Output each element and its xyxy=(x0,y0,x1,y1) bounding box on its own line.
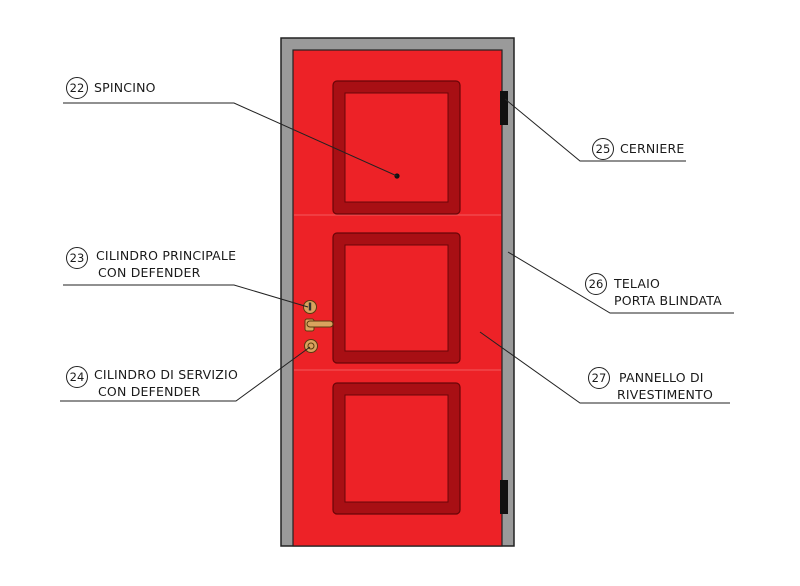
callout-23-number: 23 xyxy=(66,247,88,269)
callout-27-number: 27 xyxy=(588,367,610,389)
callout-26-number: 26 xyxy=(585,273,607,295)
middle-panel xyxy=(332,232,461,364)
main-cylinder xyxy=(303,300,317,314)
callout-27-label: PANNELLO DI RIVESTIMENTO xyxy=(617,370,713,402)
callout-24-number: 24 xyxy=(66,366,88,388)
callout-24-label: CILINDRO DI SERVIZIO CON DEFENDER xyxy=(94,367,238,399)
door-handle xyxy=(304,318,334,332)
callout-25-label: CERNIERE xyxy=(620,141,685,156)
callout-26-label: TELAIO PORTA BLINDATA xyxy=(614,276,722,308)
service-cylinder xyxy=(304,339,318,353)
leader-lines xyxy=(60,98,734,404)
callout-25-number: 25 xyxy=(592,138,614,160)
top-hinge xyxy=(500,91,508,125)
callout-22-number: 22 xyxy=(66,77,88,99)
top-panel xyxy=(332,80,461,215)
bottom-panel xyxy=(332,382,461,515)
bottom-hinge xyxy=(500,480,508,514)
callout-23-label: CILINDRO PRINCIPALE CON DEFENDER xyxy=(96,248,237,280)
callout-22-label: SPINCINO xyxy=(94,80,156,95)
